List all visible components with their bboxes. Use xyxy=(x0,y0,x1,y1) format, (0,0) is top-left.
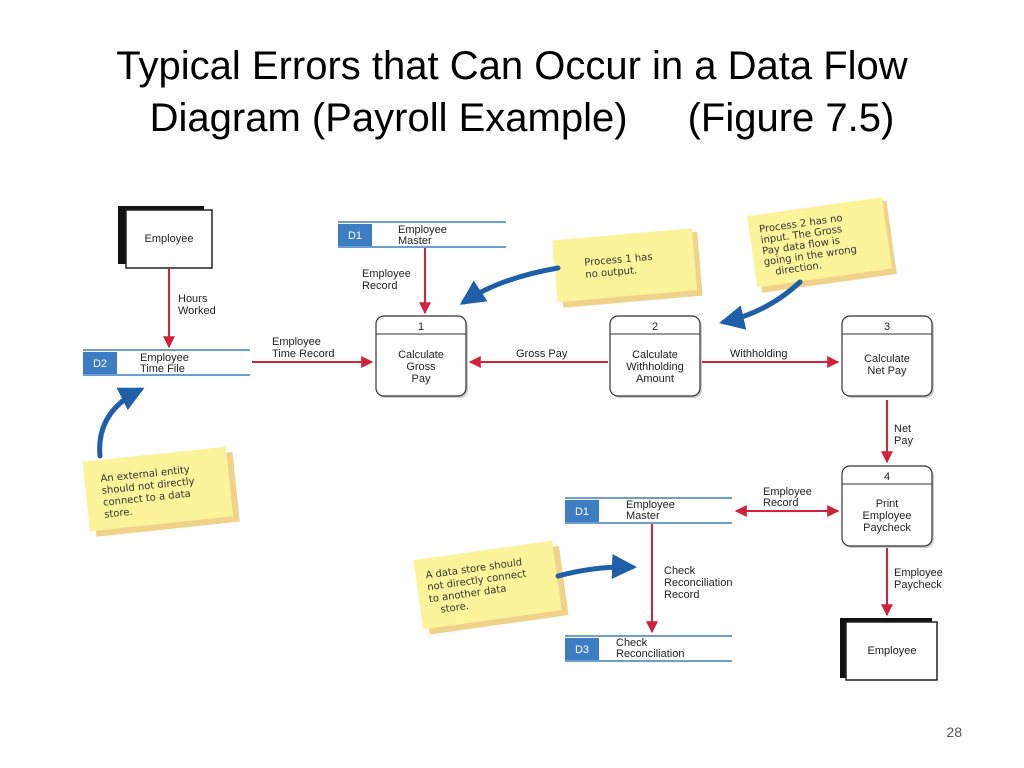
note-line: store. xyxy=(104,507,133,521)
note-process2: Process 2 has no input. The Gross Pay da… xyxy=(747,197,897,293)
flow-label: Employee xyxy=(763,486,812,498)
datastore-label-line1: Employee xyxy=(398,224,447,236)
process-number: 4 xyxy=(884,471,890,483)
flow-label: Gross Pay xyxy=(516,348,568,360)
process-label-line1: Calculate xyxy=(864,353,910,365)
note-external: An external entity should not directly c… xyxy=(82,446,240,537)
process-label-line3: Pay xyxy=(412,373,431,385)
process-number: 3 xyxy=(884,321,890,333)
process-number: 1 xyxy=(418,321,424,333)
entity-employee-bottom-label: Employee xyxy=(868,645,917,657)
flow-label: Employee xyxy=(362,268,411,280)
process-label-line3: Amount xyxy=(636,373,674,385)
page-number: 28 xyxy=(946,724,962,740)
entity-employee-top: Employee xyxy=(118,206,213,269)
flow-label: Pay xyxy=(894,435,913,447)
note-process1: Process 1 has no output. xyxy=(552,228,703,308)
datastore-id: D2 xyxy=(93,358,107,370)
note-datastore: A data store should not directly connect… xyxy=(413,540,569,635)
flow-label: Employee xyxy=(272,336,321,348)
flow-label: Worked xyxy=(178,305,216,317)
flow-label: Reconciliation xyxy=(664,577,732,589)
flow-label: Hours xyxy=(178,293,208,305)
title-figure: (Figure 7.5) xyxy=(687,96,895,140)
note-line: no output. xyxy=(585,265,638,280)
process-label-line2: Employee xyxy=(863,510,912,522)
callout-arrow-external xyxy=(97,387,145,459)
datastore-label-line1: Employee xyxy=(140,352,189,364)
entity-employee-top-label: Employee xyxy=(145,233,194,245)
datastore-id: D1 xyxy=(348,230,362,242)
title-line-2: Diagram (Payroll Example) xyxy=(149,96,628,140)
datastore-d3: D3 Check Reconciliation xyxy=(565,635,732,662)
note-line: store. xyxy=(440,601,470,616)
process-label-line1: Calculate xyxy=(398,349,444,361)
datastore-id: D3 xyxy=(575,644,589,656)
datastore-label-line2: Master xyxy=(398,235,432,247)
process-2: 2 Calculate Withholding Amount xyxy=(609,315,702,398)
flow-label: Record xyxy=(664,589,699,601)
flow-label: Paycheck xyxy=(894,579,942,591)
flow-label: Check xyxy=(664,565,696,577)
datastore-label-line1: Check xyxy=(616,637,648,649)
process-3: 3 Calculate Net Pay xyxy=(841,315,934,398)
datastore-d1-bottom: D1 Employee Master xyxy=(565,497,732,524)
callout-arrow-process1 xyxy=(459,265,561,305)
datastore-label-line1: Employee xyxy=(626,499,675,511)
process-label-line2: Gross xyxy=(406,361,436,373)
entity-employee-bottom: Employee xyxy=(840,618,938,681)
process-label-line3: Paycheck xyxy=(863,522,911,534)
title-line-2-wrap: Diagram (Payroll Example) (Figure 7.5) xyxy=(0,92,1024,144)
process-label-line1: Calculate xyxy=(632,349,678,361)
flow-label: Employee xyxy=(894,567,943,579)
datastore-label-line2: Reconciliation xyxy=(616,648,684,660)
datastore-d1-top: D1 Employee Master xyxy=(338,221,506,248)
title-line-1: Typical Errors that Can Occur in a Data … xyxy=(116,44,908,88)
flow-label: Withholding xyxy=(730,348,787,360)
process-4: 4 Print Employee Paycheck xyxy=(841,465,934,548)
flow-label: Net xyxy=(894,423,911,435)
process-label-line2: Net Pay xyxy=(867,365,907,377)
process-label-line1: Print xyxy=(876,498,899,510)
callout-arrow-process2 xyxy=(719,279,803,330)
datastore-label-line2: Time File xyxy=(140,363,185,375)
datastore-label-line2: Master xyxy=(626,510,660,522)
datastore-d2: D2 Employee Time File xyxy=(83,349,250,376)
flow-label: Record xyxy=(763,497,798,509)
process-number: 2 xyxy=(652,321,658,333)
flow-label: Record xyxy=(362,280,397,292)
datastore-id: D1 xyxy=(575,506,589,518)
process-1: 1 Calculate Gross Pay xyxy=(375,315,468,398)
callout-arrow-datastore xyxy=(555,553,637,579)
process-label-line2: Withholding xyxy=(626,361,683,373)
flow-label: Time Record xyxy=(272,348,335,360)
slide-title: Typical Errors that Can Occur in a Data … xyxy=(0,40,1024,144)
